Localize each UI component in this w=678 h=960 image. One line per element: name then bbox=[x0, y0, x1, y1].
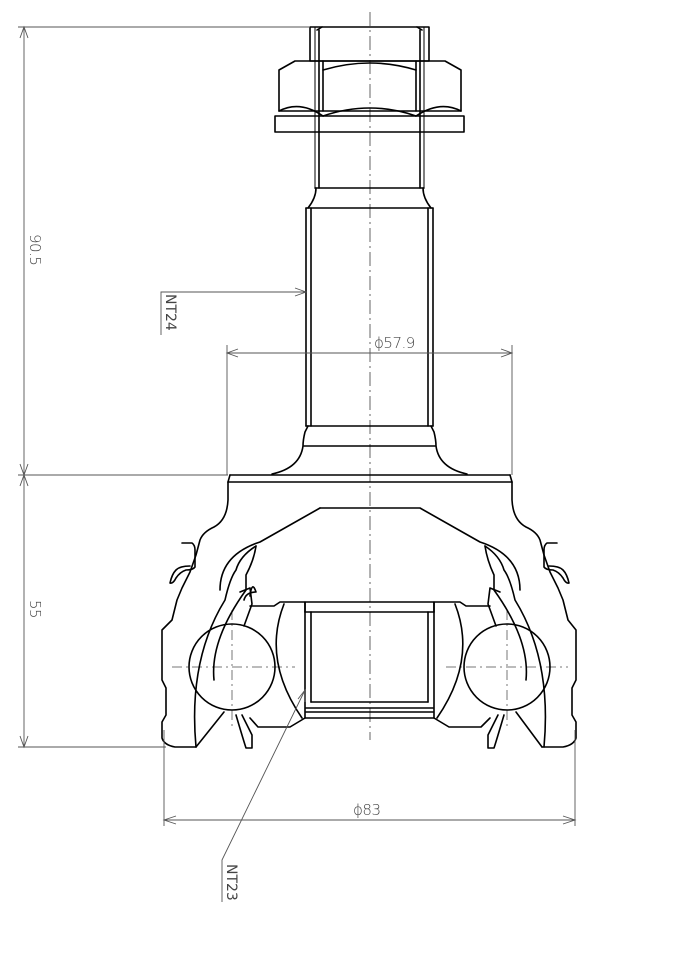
spline-bore bbox=[304, 601, 435, 719]
callout-nt24: NT24 bbox=[162, 294, 178, 331]
boot-clips bbox=[169, 542, 570, 584]
right-boot-clip bbox=[543, 542, 570, 584]
left-boot-clip bbox=[169, 542, 196, 584]
bell-right-outer-profile bbox=[511, 481, 577, 748]
left-ball bbox=[188, 623, 276, 711]
dimension-annotations bbox=[18, 25, 577, 902]
bell-left-outer-profile bbox=[161, 481, 229, 748]
nut-flange bbox=[274, 115, 465, 133]
callout-nt23: NT23 bbox=[223, 864, 239, 901]
balls bbox=[188, 623, 551, 711]
nut-top-collar bbox=[309, 26, 430, 62]
dim-label-57-9: ϕ57.9 bbox=[374, 334, 415, 352]
outer-bell-body bbox=[161, 474, 577, 749]
bell-inner-dome bbox=[319, 507, 521, 591]
right-ball bbox=[463, 623, 551, 711]
center-lines bbox=[172, 12, 568, 740]
threaded-shaft bbox=[271, 187, 468, 475]
nt23-leader bbox=[221, 689, 306, 902]
inner-race-hub bbox=[249, 601, 491, 728]
dim-label-90-5: 90.5 bbox=[26, 234, 44, 265]
nt24-leader bbox=[160, 291, 306, 335]
dimension-labels: 90.5 55 ϕ57.9 ϕ83 NT24 NT23 bbox=[26, 234, 415, 901]
hex-flange-nut bbox=[274, 26, 465, 189]
dim-label-83: ϕ83 bbox=[353, 801, 380, 819]
dim-label-55: 55 bbox=[26, 600, 44, 618]
